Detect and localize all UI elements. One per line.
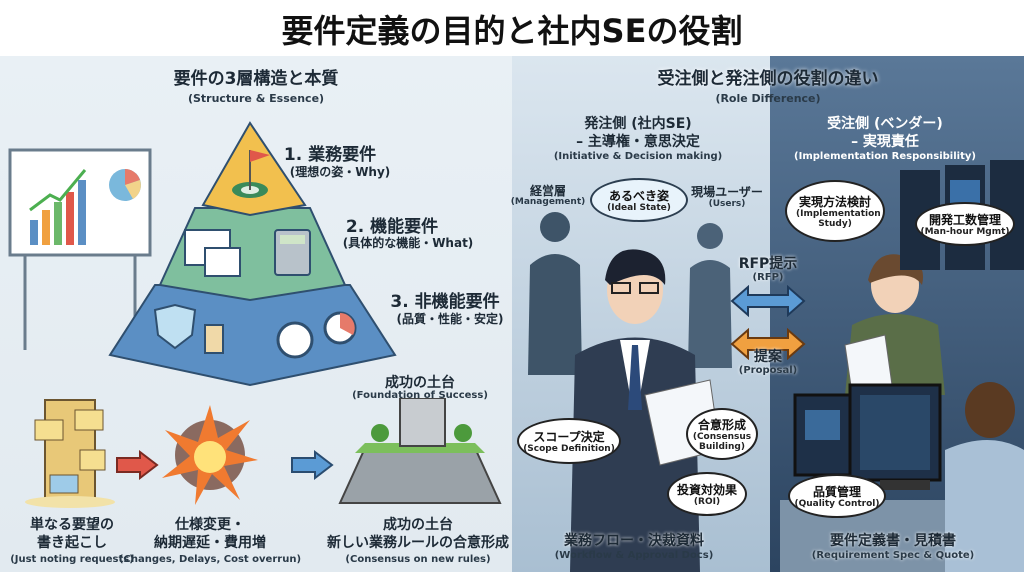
bubble-ideal-state: あるべき姿(Ideal State) bbox=[590, 178, 688, 222]
bubble-en: (Scope Definition) bbox=[523, 443, 615, 454]
left-heading: 要件の3層構造と本質 bbox=[173, 69, 339, 89]
bubble-manhour-mgmt: 開発工数管理(Man-hour Mgmt) bbox=[915, 202, 1015, 246]
layer-3-sub: (品質・性能・安定) bbox=[396, 312, 504, 326]
foundation-heading-en: (Foundation of Success) bbox=[352, 390, 488, 401]
bubble-en: (Quality Control) bbox=[794, 498, 880, 509]
client-title: 発注側 (社内SE) bbox=[584, 116, 692, 132]
flow-2-label: 仕様変更・納期遅延・費用増 bbox=[154, 516, 266, 552]
vendor-en: (Implementation Responsibility) bbox=[794, 151, 976, 162]
explosion-icon bbox=[162, 405, 258, 505]
building-on-foundation-icon bbox=[338, 398, 502, 504]
bubble-text: 品質管理 bbox=[812, 484, 861, 499]
flow-3-line-2: 新しい業務ルールの合意形成 bbox=[327, 535, 509, 551]
layer-1-sub: (理想の姿・Why) bbox=[289, 165, 391, 179]
whiteboard-chart-illustration bbox=[8, 148, 152, 350]
proposal-double-arrow-icon bbox=[730, 328, 806, 360]
bubble-text: 開発工数管理 bbox=[928, 212, 1001, 227]
user-silhouette bbox=[688, 223, 732, 368]
layer-1-label: 1. 業務要件 bbox=[283, 145, 377, 165]
proposal-en: (Proposal) bbox=[738, 365, 798, 376]
client-doc-en: (Workflow & Approval Docs) bbox=[554, 550, 714, 561]
blue-arrow-icon bbox=[291, 450, 334, 480]
layer-2-sub: (具体的な機能・What) bbox=[342, 236, 474, 250]
rfp-en: (RFP) bbox=[752, 272, 784, 283]
flow-2-line-2: 納期遅延・費用増 bbox=[154, 535, 266, 551]
rfp-label: RFP提示 bbox=[738, 256, 798, 272]
layer-3-label: 3. 非機能要件 bbox=[390, 292, 500, 312]
left-heading-en: (Structure & Essence) bbox=[187, 92, 325, 105]
vendor-developer-person bbox=[844, 254, 945, 395]
client-se-person bbox=[570, 249, 720, 572]
layer-2-label: 2. 機能要件 bbox=[345, 217, 439, 237]
bubble-en: (Man-hour Mgmt) bbox=[920, 226, 1010, 237]
bubble-text: 投資対効果 bbox=[676, 482, 737, 497]
users-en: (Users) bbox=[708, 199, 746, 209]
bubble-consensus: 合意形成(Consensus Building) bbox=[686, 408, 758, 460]
page-title: 要件定義の目的と社内SEの役割 bbox=[281, 12, 743, 50]
flow-3-en: (Consensus on new rules) bbox=[345, 554, 491, 565]
bubble-scope-definition: スコープ決定(Scope Definition) bbox=[517, 418, 621, 464]
flow-1-line-1: 単なる要望の bbox=[30, 517, 114, 533]
client-title2: – 主導権・意思決定 bbox=[576, 134, 700, 150]
vendor-doc-label: 要件定義書・見積書 bbox=[830, 533, 956, 549]
bubble-en: (Consensus Building) bbox=[692, 431, 752, 452]
flow-3-line-1: 成功の土台 bbox=[383, 517, 453, 533]
flow-2-line-1: 仕様変更・ bbox=[175, 517, 245, 533]
paper-pile-icon bbox=[25, 399, 115, 508]
bubble-en: (Ideal State) bbox=[607, 202, 671, 213]
flow-2-en: (Changes, Delays, Cost overrun) bbox=[118, 554, 302, 565]
right-heading-en: (Role Difference) bbox=[715, 92, 821, 105]
bubble-implementation-study: 実現方法検討(Implementation Study) bbox=[785, 180, 885, 242]
client-doc-label: 業務フロー・決裁資料 bbox=[564, 533, 704, 549]
flow-1-en: (Just noting requests) bbox=[10, 554, 134, 565]
management-en: (Management) bbox=[510, 197, 586, 207]
red-arrow-icon bbox=[116, 450, 159, 480]
bubble-text: 合意形成 bbox=[697, 417, 746, 432]
users-label: 現場ユーザー bbox=[691, 185, 763, 199]
flow-1-label: 単なる要望の書き起こし bbox=[30, 516, 114, 552]
right-heading: 受注側と発注側の役割の違い bbox=[657, 69, 879, 89]
bubble-quality-control: 品質管理(Quality Control) bbox=[788, 474, 886, 518]
bubble-en: (ROI) bbox=[693, 496, 721, 507]
bubble-text: あるべき姿 bbox=[608, 188, 669, 203]
flow-1-line-2: 書き起こし bbox=[37, 535, 107, 551]
requirements-pyramid bbox=[108, 121, 397, 387]
title-bar bbox=[0, 0, 1024, 56]
foundation-heading: 成功の土台 bbox=[385, 375, 455, 391]
bubble-text: 実現方法検討 bbox=[798, 194, 871, 209]
bubble-roi: 投資対効果(ROI) bbox=[667, 472, 747, 516]
pyramid-layer-business bbox=[201, 121, 307, 217]
vendor-title: 受注側 (ベンダー) bbox=[827, 116, 943, 132]
bubble-en: (Implementation Study) bbox=[796, 208, 881, 229]
management-silhouette bbox=[528, 212, 582, 375]
management-label: 経営層 bbox=[529, 184, 567, 198]
client-en: (Initiative & Decision making) bbox=[553, 151, 723, 162]
vendor-doc-en: (Requirement Spec & Quote) bbox=[811, 550, 975, 561]
bubble-text: スコープ決定 bbox=[533, 429, 605, 444]
rfp-double-arrow-icon bbox=[730, 285, 806, 317]
flow-3-label: 成功の土台新しい業務ルールの合意形成 bbox=[327, 516, 509, 552]
vendor-title2: – 実現責任 bbox=[851, 134, 919, 150]
proposal-label: 提案 bbox=[754, 349, 782, 365]
